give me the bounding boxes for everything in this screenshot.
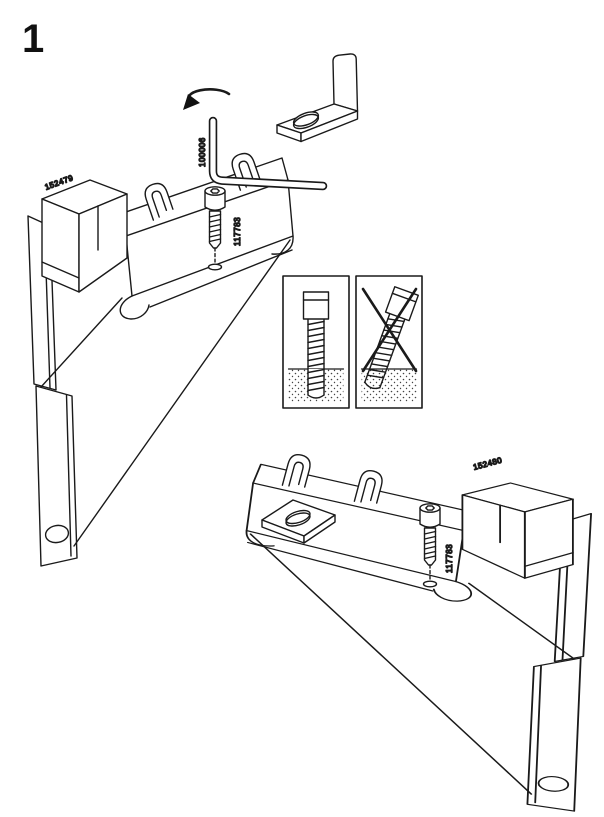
cross-icon bbox=[361, 287, 418, 373]
slotted-plate-mounted bbox=[261, 499, 336, 544]
material-stipple bbox=[361, 369, 417, 402]
correct-wrong-inset bbox=[282, 275, 423, 409]
slotted-plate bbox=[276, 53, 359, 143]
part-label-screw-bottom: 117783 bbox=[445, 544, 454, 573]
inset-wrong-box bbox=[355, 275, 423, 409]
inset-correct-box bbox=[282, 275, 350, 409]
step-number: 1 bbox=[22, 17, 44, 61]
part-label-screw-top: 117783 bbox=[233, 217, 242, 246]
part-label-bracket-bottom: 152480 bbox=[472, 456, 503, 472]
part-label-allen-key: 100006 bbox=[198, 137, 207, 167]
allen-key-icon bbox=[208, 116, 328, 191]
rotation-arrow-icon bbox=[183, 88, 231, 110]
bottom-bracket-assembly: 152480 117783 bbox=[245, 451, 593, 813]
screw-head-straight bbox=[302, 291, 330, 320]
